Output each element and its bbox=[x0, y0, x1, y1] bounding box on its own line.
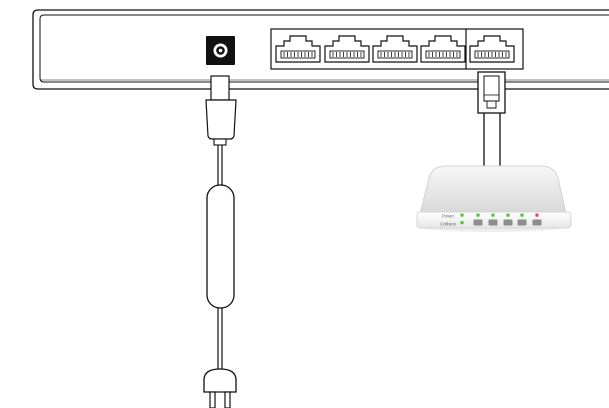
ethernet-ports bbox=[275, 35, 515, 63]
collision-led bbox=[460, 221, 464, 225]
collision-led-label: Collision bbox=[440, 222, 456, 227]
port-link-led bbox=[476, 213, 480, 217]
port-status-light bbox=[473, 219, 483, 226]
alert-led bbox=[535, 213, 539, 217]
ethernet-port-icon[interactable] bbox=[275, 35, 321, 63]
dc-plug-boot bbox=[210, 75, 230, 101]
ethernet-port-icon[interactable] bbox=[372, 35, 418, 63]
power-plug-icon bbox=[203, 368, 237, 408]
dc-plug-body bbox=[205, 99, 237, 140]
power-led bbox=[460, 213, 464, 217]
rj45-plug-icon bbox=[477, 71, 506, 114]
router-led-panel bbox=[460, 213, 542, 226]
router-device: Power Collision bbox=[416, 165, 572, 232]
port-link-led bbox=[520, 213, 524, 217]
port-link-led bbox=[506, 213, 510, 217]
switch-back-panel bbox=[32, 9, 609, 90]
dc-power-jack-icon[interactable] bbox=[206, 36, 235, 65]
alert-status-light bbox=[532, 219, 542, 226]
ethernet-port-block bbox=[270, 28, 524, 70]
port-status-light bbox=[503, 219, 513, 226]
ethernet-port-icon[interactable] bbox=[324, 35, 370, 63]
ethernet-cable bbox=[477, 71, 506, 170]
ac-adapter-icon bbox=[206, 184, 235, 309]
power-led-label: Power bbox=[442, 214, 454, 219]
ac-adapter-cable bbox=[203, 75, 237, 408]
port-status-light bbox=[517, 219, 527, 226]
port-link-led bbox=[491, 213, 495, 217]
uplink-port-icon[interactable] bbox=[469, 35, 515, 63]
port-status-light bbox=[488, 219, 498, 226]
ethernet-port-icon[interactable] bbox=[420, 35, 466, 63]
